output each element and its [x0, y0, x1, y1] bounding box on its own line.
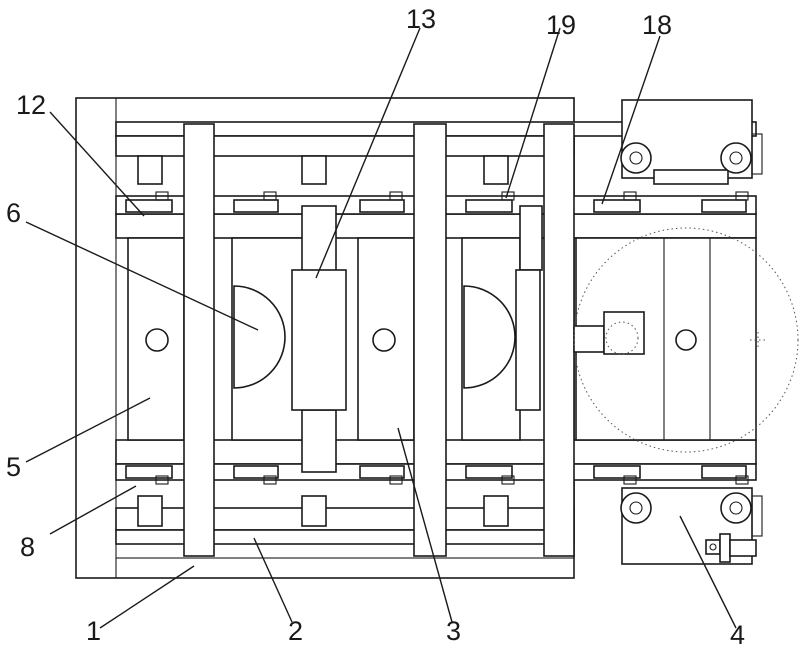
label-12: 12 — [16, 90, 46, 120]
bolt-holes — [145, 328, 697, 352]
label-8: 8 — [20, 532, 35, 562]
carriage-top — [620, 99, 763, 185]
label-1: 1 — [86, 616, 101, 646]
motor-block — [573, 311, 645, 355]
rail-tabs — [125, 191, 749, 485]
roller-right — [515, 205, 543, 411]
half-round-pieces — [233, 285, 516, 389]
label-3: 3 — [446, 616, 461, 646]
leader-lines — [25, 27, 737, 629]
label-2: 2 — [288, 616, 303, 646]
label-19: 19 — [546, 10, 576, 40]
label-5: 5 — [6, 452, 21, 482]
swing-circle — [573, 227, 799, 453]
label-13: 13 — [406, 4, 436, 34]
label-4: 4 — [730, 620, 745, 650]
label-18: 18 — [642, 10, 672, 40]
part-labels: 1 2 3 4 5 6 8 12 13 19 18 — [6, 4, 745, 650]
label-6: 6 — [6, 198, 21, 228]
carriage-bottom — [620, 487, 763, 565]
roller-left — [291, 205, 347, 473]
vertical-posts — [183, 123, 575, 557]
rail-blocks — [137, 155, 509, 527]
